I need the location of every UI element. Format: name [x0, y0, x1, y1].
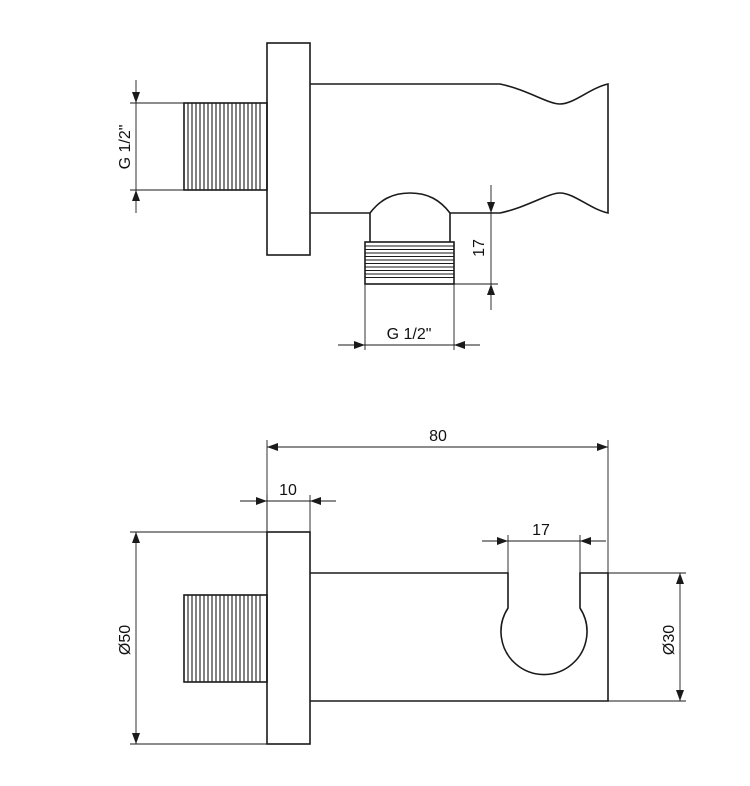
side-body — [310, 572, 609, 702]
dim-flange-thickness-label: 10 — [279, 482, 297, 499]
top-outlet — [364, 213, 455, 285]
top-view: G 1/2" 17 G 1/2" — [117, 42, 609, 350]
dim-body-diameter-label: Ø30 — [661, 625, 678, 655]
top-flange — [266, 42, 311, 256]
dim-overall-length-label: 80 — [429, 428, 447, 445]
dim-flange-diameter: Ø50 — [117, 531, 267, 745]
side-view: 80 10 17 Ø50 — [117, 428, 686, 745]
dim-thread-left: G 1/2" — [117, 80, 184, 213]
top-body — [310, 83, 609, 214]
dim-thread-bottom-label: G 1/2" — [387, 326, 432, 343]
dim-outlet-height-label: 17 — [471, 239, 488, 257]
dim-body-diameter: Ø30 — [608, 572, 686, 702]
dim-thread-left-label: G 1/2" — [117, 125, 134, 170]
dim-flange-diameter-label: Ø50 — [117, 625, 134, 655]
dim-outlet-height: 17 — [450, 185, 498, 310]
side-flange — [266, 531, 311, 745]
dim-holder-width-label: 17 — [532, 522, 550, 539]
dim-flange-thickness: 10 — [240, 482, 336, 532]
dim-thread-bottom: G 1/2" — [338, 284, 480, 350]
top-left-thread — [183, 102, 268, 191]
dim-holder-width: 17 — [482, 522, 606, 573]
side-thread — [183, 594, 268, 683]
